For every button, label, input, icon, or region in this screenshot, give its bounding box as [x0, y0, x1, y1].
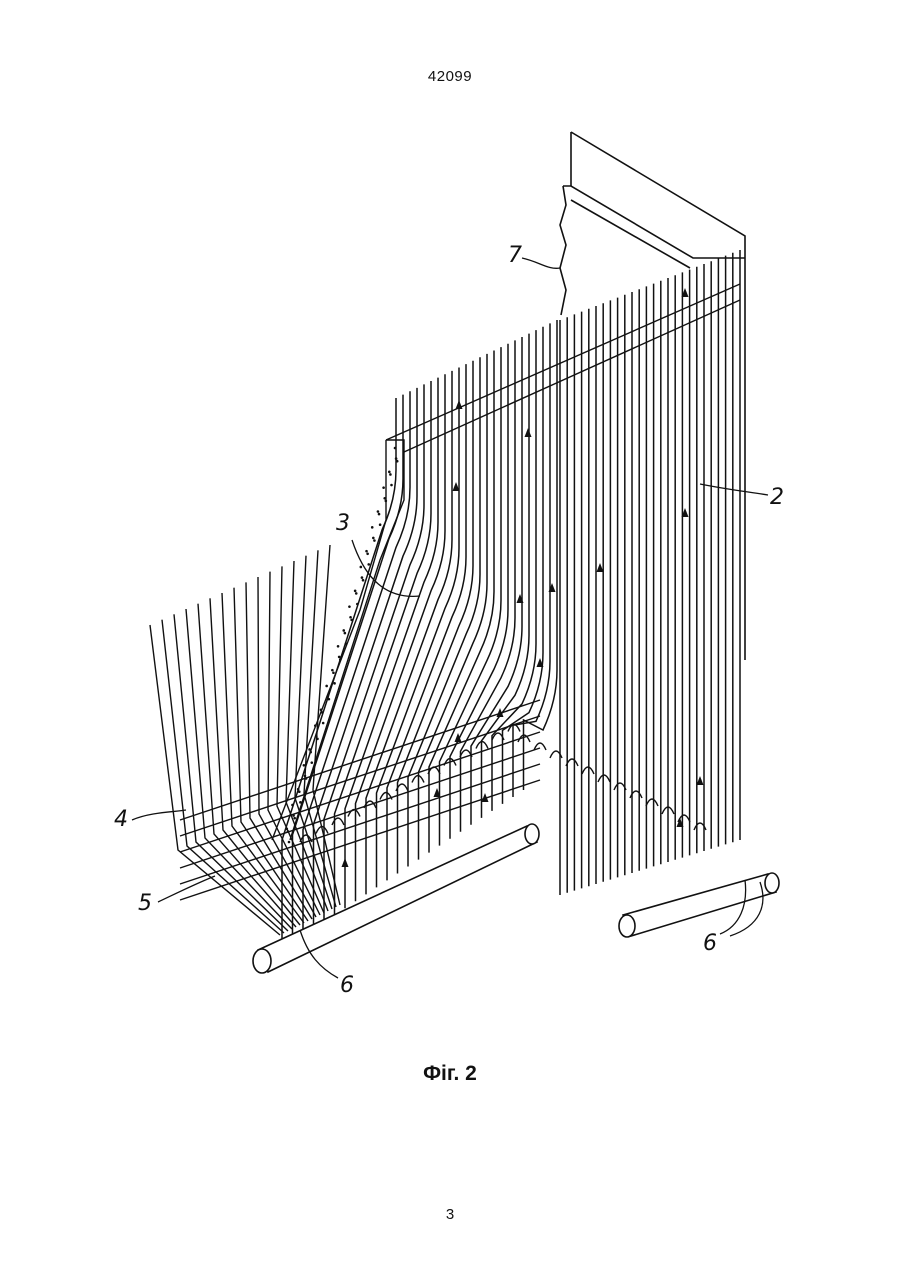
header-pipe-left — [253, 824, 539, 973]
tube-loop — [646, 799, 658, 806]
stipple-dot — [395, 457, 398, 460]
stipple-dot — [371, 526, 374, 529]
label-5: 5 — [138, 891, 152, 916]
stipple-dot — [328, 698, 331, 701]
stipple-dot — [356, 603, 359, 606]
cross-tube — [180, 716, 540, 836]
stipple-dot — [365, 550, 368, 553]
stipple-dot — [390, 484, 393, 487]
label-7: 7 — [508, 243, 522, 268]
tube-loop — [598, 775, 610, 782]
label-6-left: 6 — [340, 973, 354, 998]
left-tube-fan — [150, 545, 340, 935]
stipple-dot — [297, 788, 300, 791]
stipple-dot — [373, 539, 376, 542]
stipple-dot — [316, 738, 319, 741]
stipple-dot — [325, 685, 328, 688]
stipple-dot — [388, 471, 391, 474]
stipple-dot — [332, 671, 335, 674]
stipple-dot — [344, 632, 347, 635]
stipple-dot — [320, 708, 323, 711]
stipple-dot — [349, 616, 352, 619]
stipple-dot — [350, 619, 353, 622]
tube-loop — [582, 767, 594, 774]
stipple-dot — [377, 510, 380, 513]
stipple-dot — [291, 804, 294, 807]
stipple-dot — [285, 827, 288, 830]
stipple-dot — [298, 790, 301, 793]
stipple-dot — [385, 500, 388, 503]
stipple-dot — [321, 711, 324, 714]
refractory-strip — [272, 284, 740, 840]
stipple-dot — [299, 801, 302, 804]
left-fan-tube — [210, 598, 300, 925]
stipple-dot — [378, 513, 381, 516]
stipple-dot — [360, 566, 363, 569]
flow-arrow — [342, 858, 349, 867]
stipple-dot — [303, 764, 306, 767]
stipple-dot — [308, 748, 311, 751]
stipple-dot — [348, 605, 351, 608]
label-3: 3 — [336, 511, 350, 536]
stipple-dot — [314, 724, 317, 727]
wall-panel-7 — [560, 132, 745, 660]
page-number: 3 — [0, 1206, 900, 1223]
stipple-dot — [288, 841, 291, 844]
left-fan-tube — [268, 572, 320, 915]
stipple-dot — [304, 775, 307, 778]
label-2: 2 — [770, 485, 784, 510]
label-6-right: 6 — [703, 931, 717, 956]
stipple-dot — [389, 473, 392, 476]
sloped-tube — [282, 398, 396, 950]
header-pipe-right — [619, 873, 779, 937]
stipple-dot — [333, 682, 336, 685]
stipple-dot — [372, 537, 375, 540]
stipple-dot — [366, 552, 369, 555]
right-wall-tubes — [560, 250, 740, 895]
label-4: 4 — [114, 807, 128, 832]
stipple-dot — [337, 645, 340, 648]
stipple-dot — [315, 735, 318, 738]
stipple-dot — [309, 751, 312, 754]
stipple-dot — [396, 460, 399, 463]
stipple-dot — [326, 695, 329, 698]
stipple-dot — [338, 656, 341, 659]
stipple-dot — [354, 590, 357, 593]
stipple-dot — [383, 497, 386, 500]
stipple-dot — [362, 579, 365, 582]
stipple-dot — [345, 642, 348, 645]
stipple-dot — [382, 486, 385, 489]
flow-arrow — [525, 428, 532, 437]
stipple-dot — [339, 658, 342, 661]
stipple-dot — [293, 817, 296, 820]
stipple-dot — [394, 447, 397, 450]
stipple-dot — [355, 592, 358, 595]
stipple-dot — [361, 576, 364, 579]
stipple-dot — [342, 629, 345, 632]
flow-arrow — [456, 400, 463, 409]
cross-tube — [180, 732, 540, 852]
stipple-dot — [322, 722, 325, 725]
stipple-dot — [367, 563, 370, 566]
stipple-dot — [379, 523, 382, 526]
figure-caption: Фіг. 2 — [0, 1062, 900, 1086]
stipple-dot — [331, 669, 334, 672]
stipple-dot — [310, 761, 313, 764]
